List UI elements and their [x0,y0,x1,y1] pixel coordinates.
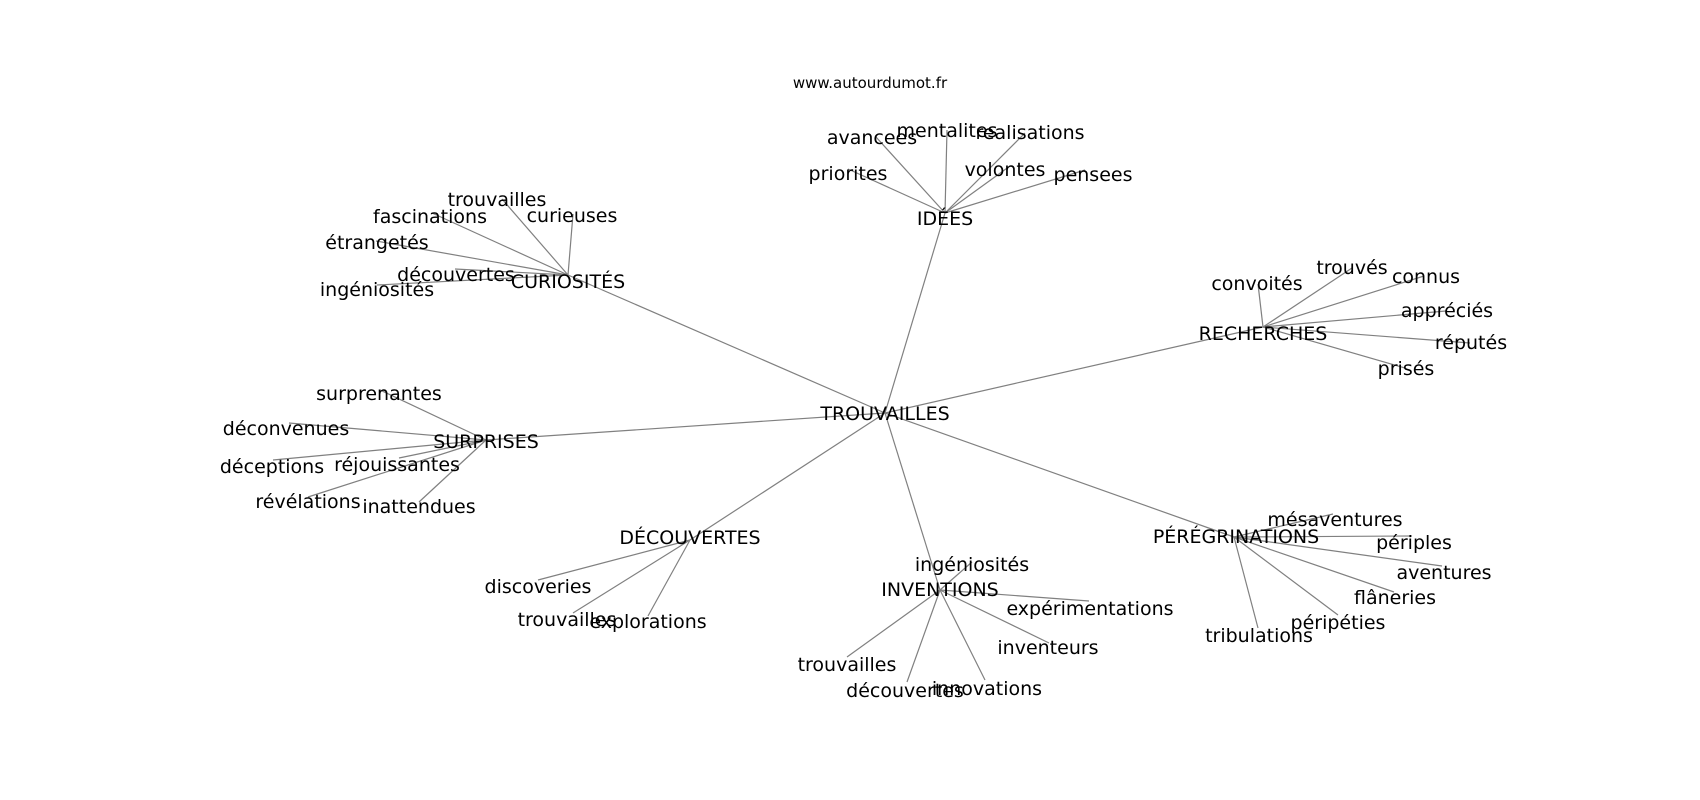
node-hub-recherches: RECHERCHES [1199,323,1328,345]
node-leaf: déconvenues [223,418,349,440]
node-leaf: trouvailles [798,654,897,676]
node-center: TROUVAILLES [819,403,949,425]
edge-idees-leaf [944,165,1011,214]
edge-decouvertes-leaf [537,539,691,581]
edge-center-surprises [485,412,886,441]
node-leaf: innovations [932,678,1042,700]
edge-curiosites-leaf [454,268,569,276]
node-hub-curiosites: CURIOSITÉS [511,270,625,293]
edge-peregrinations-leaf [1233,513,1334,538]
node-leaf: réputés [1435,332,1507,354]
edge-surprises-leaf [398,439,487,459]
edge-curiosites-leaf [567,213,574,276]
node-leaf: fascinations [373,206,487,228]
node-leaf: connus [1392,266,1460,288]
edge-surprises-leaf [272,439,487,461]
node-leaf: trouvés [1316,257,1387,279]
edge-idees-leaf [847,168,946,214]
edge-decouvertes-leaf [572,539,691,614]
edge-peregrinations-leaf [1233,536,1339,616]
edge-peregrinations-leaf [1233,535,1413,538]
node-leaf: flâneries [1354,587,1436,609]
node-leaf: trouvailles [448,189,547,211]
edge-inventions-leaf [906,589,941,683]
node-leaf: explorations [589,611,706,633]
node-leaf: pensees [1054,164,1133,186]
node-leaf: volontes [965,159,1046,181]
edge-recherches-leaf [1262,275,1425,328]
edge-idees-leaf [944,169,1086,214]
node-hub-decouvertes: DÉCOUVERTES [619,526,760,549]
node-leaf: réjouissantes [334,454,460,476]
node-leaf: tribulations [1205,625,1313,647]
edge-inventions-leaf [939,589,1050,644]
edges-layer [272,129,1471,683]
edge-recherches-leaf [1262,326,1406,369]
edge-recherches-leaf [1262,326,1471,344]
node-leaf: mentalites [897,120,998,142]
node-leaf: ingéniosités [915,554,1029,576]
node-leaf: mésaventures [1267,509,1402,531]
node-leaf: inattendues [362,496,475,518]
node-hub-peregrinations: PÉRÉGRINATIONS [1153,525,1319,548]
node-leaf: révélations [255,491,360,513]
edge-center-decouvertes [689,412,886,541]
edge-center-curiosites [567,274,886,414]
edge-center-idees [884,212,946,414]
node-leaf: inventeurs [997,637,1098,659]
node-leaf: avancees [827,127,917,149]
edge-idees-leaf [944,132,1026,214]
edge-surprises-leaf [307,439,487,498]
node-leaf: étrangetés [325,232,428,254]
edge-surprises-leaf [418,439,487,503]
node-leaf: trouvailles [518,609,617,631]
edge-decouvertes-leaf [647,539,691,617]
node-leaf: curieuses [527,205,618,227]
edge-inventions-leaf [846,589,941,658]
node-leaf: périples [1376,532,1452,554]
edge-curiosites-leaf [375,240,569,276]
node-leaf: convoités [1211,273,1302,295]
node-hub-inventions: INVENTIONS [881,579,998,601]
edge-peregrinations-leaf [1233,536,1259,629]
edge-peregrinations-leaf [1233,536,1443,567]
edge-surprises-leaf [379,389,487,441]
node-leaf: surprenantes [316,383,442,405]
edge-idees-leaf [944,129,948,214]
edge-peregrinations-leaf [1233,536,1395,593]
edge-recherches-leaf [1262,310,1447,328]
labels-layer: TROUVAILLES IDÉES avanceesmentalitesrealis… [220,120,1507,702]
node-leaf: découvertes [846,680,964,702]
node-leaf: prisés [1378,358,1435,380]
node-leaf: ingéniosités [320,279,434,301]
edge-inventions-leaf [939,589,1090,602]
edge-curiosites-leaf [376,274,569,286]
node-leaf: aventures [1396,562,1491,584]
edge-curiosites-leaf [431,212,569,276]
edge-center-recherches [884,326,1264,414]
node-leaf: expérimentations [1006,598,1173,620]
edge-recherches-leaf [1257,283,1264,328]
node-hub-idees: IDÉES [917,207,973,230]
edge-center-peregrinations [884,412,1235,538]
node-leaf: priorites [809,163,888,185]
node-leaf: péripéties [1291,612,1386,634]
node-hub-surprises: SURPRISES [433,431,539,453]
node-leaf: déceptions [220,456,324,478]
edge-curiosites-leaf [501,198,569,276]
site-url: www.autourdumot.fr [793,74,948,92]
edge-center-inventions [884,412,941,591]
edge-surprises-leaf [288,422,487,441]
node-leaf: realisations [975,122,1084,144]
edge-inventions-leaf [939,561,973,591]
node-leaf: appréciés [1401,300,1493,322]
edge-recherches-leaf [1262,267,1353,328]
node-leaf: découvertes [397,264,515,286]
node-leaf: discoveries [485,576,592,598]
edge-idees-leaf [875,136,946,214]
edge-inventions-leaf [939,589,986,681]
